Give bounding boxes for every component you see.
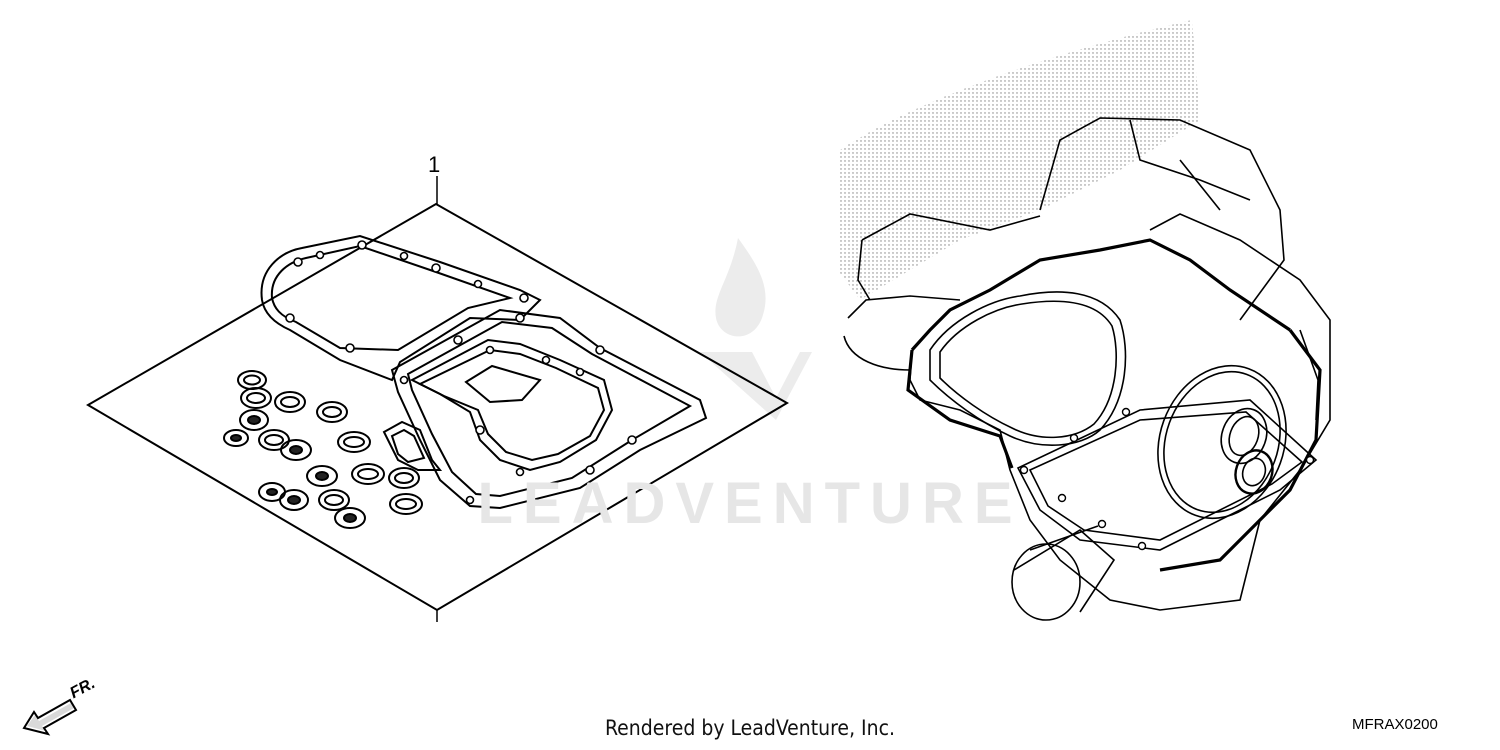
o-rings-and-seals: [223, 370, 423, 529]
engine-shading: [838, 20, 1200, 300]
flame-v-logo-icon: [700, 238, 812, 420]
cover-gasket: [260, 234, 542, 382]
diagram-code: MFRAX0200: [1352, 716, 1438, 733]
oil-pan-gasket: [390, 308, 708, 510]
watermark-text: LEADVENTURE: [477, 471, 1023, 536]
callout-label-1: 1: [428, 152, 441, 177]
small-gasket: [382, 420, 443, 471]
gasket-kit-sheet: [86, 176, 789, 622]
engine-outline: [843, 117, 1331, 621]
front-direction-arrow-icon: [22, 698, 78, 736]
footer-credit: Rendered by LeadVenture, Inc.: [605, 716, 895, 740]
